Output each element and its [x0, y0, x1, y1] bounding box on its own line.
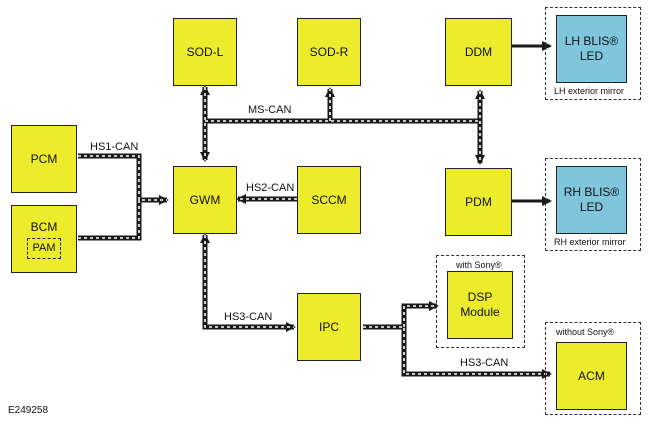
dsp-branch-line-dash	[403, 305, 437, 327]
acm-module: ACM	[556, 342, 627, 410]
hs1-can-pcm-line	[78, 153, 142, 200]
with-sony-caption: with Sony®	[456, 260, 502, 270]
lh-mirror-group	[545, 7, 641, 100]
pdm-module: PDM	[445, 168, 512, 236]
rh-mirror-group	[545, 158, 641, 251]
hs3-can-acm-label: HS3-CAN	[460, 357, 509, 369]
pcm-module: PCM	[11, 125, 77, 193]
sod-r-module: SOD-R	[297, 18, 361, 86]
hs2-can-label: HS2-CAN	[246, 182, 295, 194]
lh-mirror-caption: LH exterior mirror	[554, 86, 625, 96]
ddm-module: DDM	[445, 18, 512, 86]
hs3-can-gwm-label: HS3-CAN	[224, 311, 273, 323]
lh-blis-led: LH BLIS®LED	[556, 15, 627, 83]
ipc-module: IPC	[297, 293, 361, 361]
pam-submodule: PAM	[27, 237, 61, 259]
without-sony-group	[545, 322, 641, 415]
hs1-can-label: HS1-CAN	[90, 141, 139, 153]
sod-l-module: SOD-L	[173, 18, 237, 86]
sccm-module: SCCM	[297, 166, 361, 234]
hs3-can-ipc-line-dash	[363, 326, 550, 375]
with-sony-group	[436, 255, 525, 348]
dsp-branch-line	[401, 301, 439, 327]
hs1-can-pcm-line-dash	[78, 155, 140, 200]
without-sony-caption: without Sony®	[556, 327, 615, 337]
rh-blis-led: RH BLIS®LED	[556, 166, 627, 234]
hs3-can-gwm-line-dash	[204, 235, 294, 328]
hs1-can-bcm-line-dash	[78, 199, 167, 239]
hs1-can-bcm-line	[78, 195, 169, 241]
ms-can-label: MS-CAN	[248, 104, 292, 116]
bcm-module: BCM PAM	[11, 205, 77, 273]
gwm-module: GWM	[173, 166, 237, 234]
rh-mirror-caption: RH exterior mirror	[554, 237, 626, 247]
figure-id: E249258	[8, 405, 49, 416]
